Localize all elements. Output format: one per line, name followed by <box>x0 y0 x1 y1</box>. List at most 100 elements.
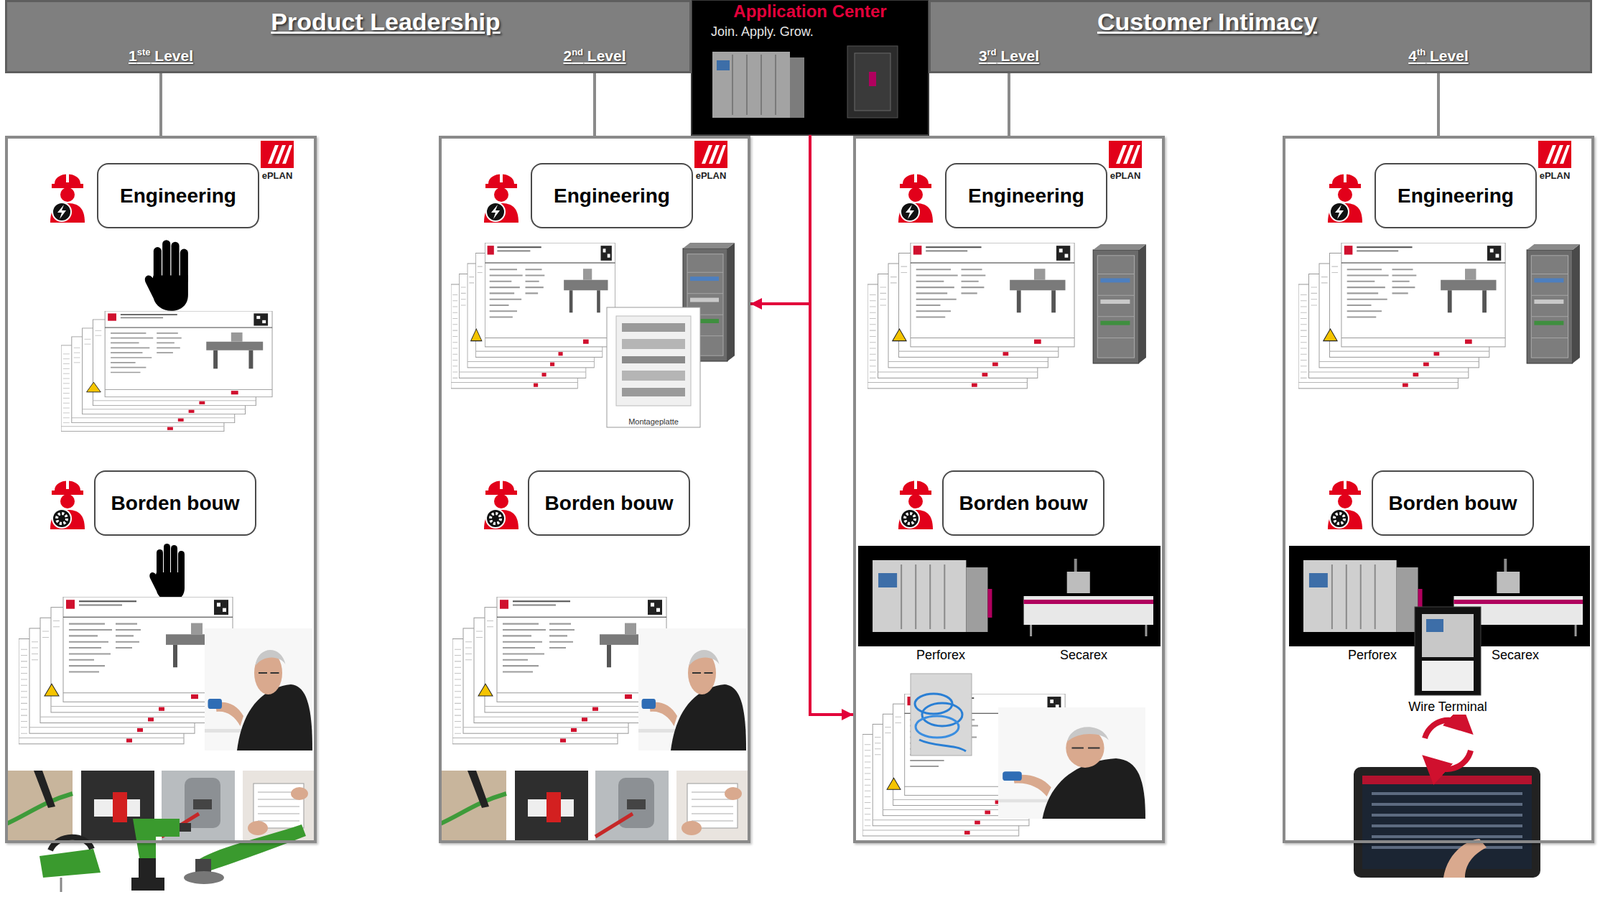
band-heading: Product Leadership <box>270 7 500 36</box>
text-anchor: Secarex <box>1058 647 1109 663</box>
process-box: Engineering <box>1374 163 1537 229</box>
power-tools <box>50 837 92 851</box>
logo-wordmark: ePLAN <box>1538 170 1572 181</box>
eplan-logos <box>1538 140 1572 169</box>
mounting-plate-drawing <box>621 338 686 350</box>
wire-terminal-machine <box>1426 619 1444 632</box>
text-anchor: Customer Intimacy <box>1097 7 1318 36</box>
box-label: Borden bouw <box>959 491 1088 515</box>
tablet-photo <box>1371 793 1523 848</box>
text-anchor: ePLAN <box>1109 168 1142 182</box>
text-anchor: Secarex <box>1490 647 1541 663</box>
box-label: Engineering <box>1397 184 1514 208</box>
engineer-icons <box>898 172 933 223</box>
application-center-photo <box>854 53 891 111</box>
application-center-photo <box>868 71 877 87</box>
box-label: Borden bouw <box>111 491 240 515</box>
panel-2-illustration <box>450 242 615 389</box>
power-tools <box>132 818 180 862</box>
text-anchor: 2nd Level <box>563 47 626 65</box>
panel-1-illustration <box>5 239 317 892</box>
panel-3-illustration <box>867 242 1075 389</box>
application-center-photo <box>732 54 776 115</box>
eplan-logos <box>1538 140 1572 169</box>
engineer-icons <box>898 478 933 530</box>
panel-1-illustration <box>61 310 273 432</box>
flow-arrow <box>750 135 811 304</box>
cycle-arrows <box>1424 720 1471 770</box>
mounting-plate-drawing <box>616 315 691 406</box>
panel-3-illustration <box>998 707 1146 819</box>
text-anchor: Perforex <box>1346 647 1399 663</box>
text-anchor: 1ste Level <box>128 47 194 65</box>
eplan-logos <box>267 145 293 164</box>
tablet-photo <box>1353 766 1541 878</box>
wire-terminal-machine <box>1421 614 1474 658</box>
panel-4-illustration <box>1298 242 1506 389</box>
level-panel: 1ste LevelEngineeringBorden bouw <box>5 135 317 844</box>
process-box: Borden bouw <box>942 470 1105 536</box>
text-anchor: Perforex <box>914 647 967 663</box>
text-anchor: 4th Level <box>1408 47 1469 65</box>
power-tools <box>195 824 306 874</box>
panel-2-illustration <box>452 596 667 744</box>
eplan-logos <box>701 145 727 164</box>
power-tools <box>39 818 306 892</box>
mounting-plate-drawing <box>621 370 686 381</box>
cable-photo <box>915 715 959 738</box>
application-center-photo <box>847 45 898 118</box>
eplan-logos <box>694 140 728 169</box>
process-box: Engineering <box>96 163 260 229</box>
panel-3-illustration <box>858 545 1161 647</box>
level-label: 2nd Level <box>563 47 626 65</box>
box-label: Engineering <box>968 184 1085 208</box>
band-heading: Customer Intimacy <box>1097 7 1318 36</box>
eplan-logos <box>260 140 294 169</box>
level-label: 4th Level <box>1408 47 1469 65</box>
level-panel: 4th LevelEngineeringBorden bouw <box>1282 135 1595 844</box>
ordinal-suffix: th <box>1416 46 1426 58</box>
level-panel: 2nd LevelEngineeringBorden bouw <box>438 135 751 844</box>
machine-label: Secarex <box>1490 647 1541 663</box>
panel-3-illustration <box>858 242 1161 836</box>
process-box: Engineering <box>530 163 693 229</box>
engineer-icons <box>50 478 85 530</box>
cycle-arrows <box>1430 750 1471 770</box>
panel-1-illustration <box>204 628 313 751</box>
power-tools <box>179 822 192 832</box>
ordinal-suffix: ste <box>137 46 151 58</box>
engineer-icons <box>484 478 519 530</box>
process-box: Engineering <box>945 163 1108 229</box>
panel-1-illustration <box>18 596 233 744</box>
application-center-photo <box>716 60 730 71</box>
engineer-icons <box>484 172 519 223</box>
panel-3-illustration <box>1092 244 1147 364</box>
text-anchor: Join. Apply. Grow. <box>710 24 814 40</box>
engineer-icons <box>1327 478 1363 530</box>
mounting-plate-drawing <box>606 307 701 428</box>
cable-photo <box>910 673 972 756</box>
tablet-photo <box>1362 775 1532 785</box>
panel-4-illustration <box>1526 244 1580 364</box>
logo-wordmark: ePLAN <box>1109 170 1142 181</box>
box-label: Borden bouw <box>1388 491 1518 515</box>
logo-wordmark: ePLAN <box>695 170 728 181</box>
process-box: Borden bouw <box>94 470 257 536</box>
app-title: Application Center <box>733 1 887 22</box>
panel-1-illustration <box>145 239 189 311</box>
eplan-logos <box>260 140 1572 169</box>
application-center-box: Application CenterJoin. Apply. Grow. <box>691 0 929 136</box>
eplan-logos <box>1545 145 1570 164</box>
mounting-plate-drawing <box>621 387 686 397</box>
machine-label: Wire Terminal <box>1406 699 1489 715</box>
panel-1-illustration <box>149 543 185 602</box>
flow-arrow <box>810 135 854 715</box>
tablet-photo <box>1353 766 1541 878</box>
process-box: Borden bouw <box>1371 470 1534 536</box>
ordinal-suffix: nd <box>571 46 584 58</box>
power-tools <box>60 877 63 892</box>
power-tools <box>39 848 101 878</box>
application-center-photo <box>789 57 805 118</box>
panel-4-illustration <box>1289 242 1590 878</box>
